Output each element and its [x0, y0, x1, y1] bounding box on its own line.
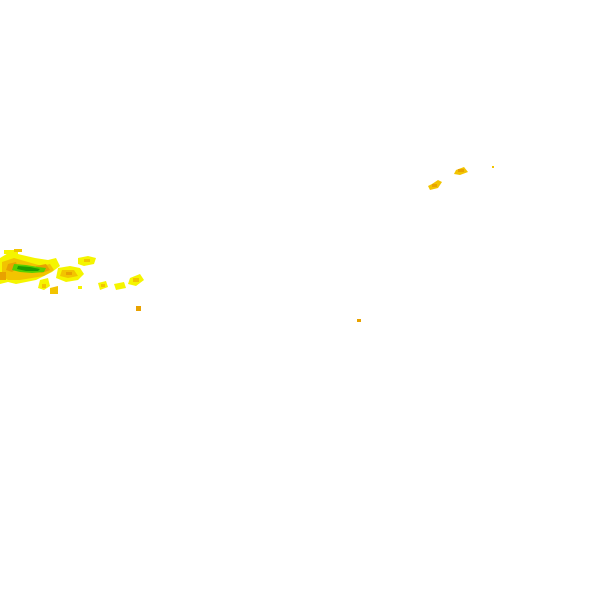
- echo-moderate: [492, 166, 494, 168]
- echo-moderate: [84, 259, 90, 262]
- echo-intense: [17, 266, 40, 271]
- echo-moderate: [133, 278, 139, 282]
- echo-heavy: [458, 169, 464, 172]
- echo-region-west-band: [0, 249, 60, 284]
- echo-heavy: [66, 272, 72, 275]
- echo-moderate: [50, 286, 58, 294]
- echo-heavy: [432, 184, 437, 187]
- echo-region-central-isolated-cell: [357, 319, 361, 322]
- echo-light: [78, 286, 82, 289]
- echo-moderate: [14, 249, 22, 252]
- echo-moderate: [101, 284, 105, 287]
- echo-heavy: [136, 306, 141, 311]
- echo-heavy: [0, 272, 6, 280]
- echo-heavy: [357, 319, 361, 322]
- echo-region-northeast-cells: [428, 166, 494, 190]
- echo-light: [114, 282, 126, 290]
- echo-region-west-scattered-cells: [38, 256, 144, 311]
- echo-light: [4, 250, 18, 254]
- echo-moderate: [42, 284, 46, 288]
